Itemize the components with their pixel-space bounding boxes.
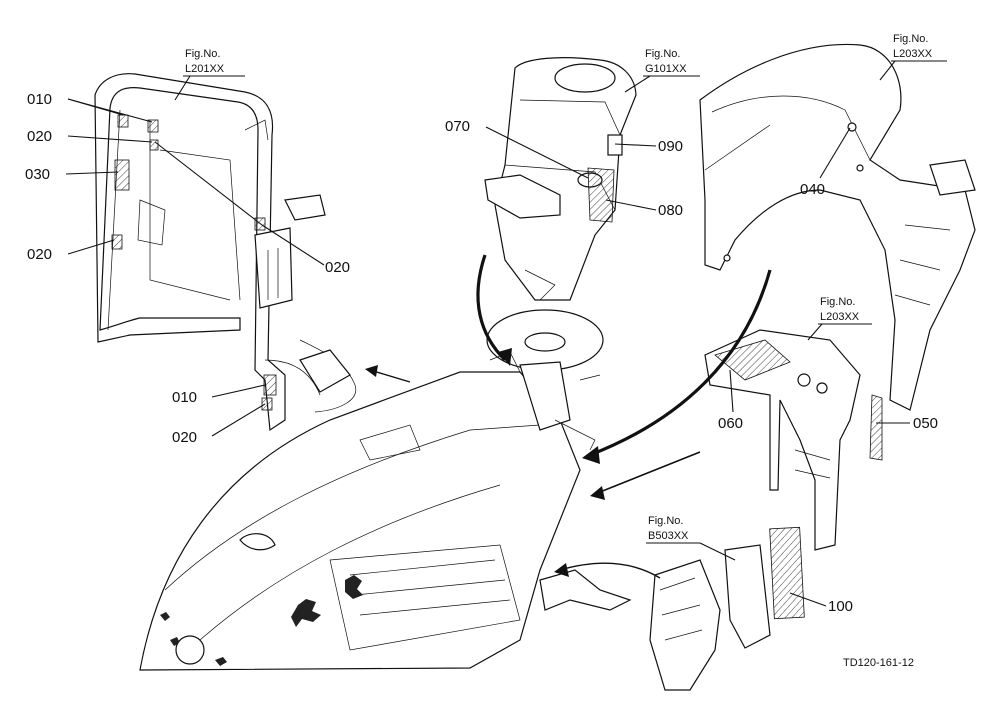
rear-fender-illustration (699, 43, 976, 411)
fig-ref-caption: Fig.No. (820, 296, 855, 308)
dash-panel-illustration (484, 57, 637, 301)
callout-060: 060 (718, 369, 743, 432)
callout-label: 100 (828, 598, 853, 615)
callout-label: 040 (800, 181, 825, 198)
callout-100: 100 (789, 592, 853, 615)
fig-ref-caption: Fig.No. (185, 48, 220, 60)
callout-020-left: 020 (27, 239, 115, 263)
callout-010-bottom: 010 (172, 384, 266, 406)
fig-ref-code: L203XX (820, 311, 860, 323)
callout-label: 020 (172, 429, 197, 446)
callout-label: 050 (913, 415, 938, 432)
callout-020-bottom: 020 (172, 403, 266, 446)
fig-ref-b503xx: Fig.No. B503XX (646, 515, 736, 561)
callout-label: 070 (445, 118, 470, 135)
fig-ref-code: B503XX (648, 530, 689, 542)
fig-ref-caption: Fig.No. (648, 515, 683, 527)
fig-ref-g101xx: Fig.No. G101XX (624, 48, 700, 93)
callout-label: 020 (27, 246, 52, 263)
callout-label: 020 (27, 128, 52, 145)
assembly-arrows (365, 254, 772, 579)
fig-ref-code: L203XX (893, 48, 933, 60)
callout-090: 090 (614, 138, 683, 155)
callout-label: 080 (658, 202, 683, 219)
fender-side-panel-illustration (704, 329, 883, 551)
fig-ref-code: G101XX (645, 63, 687, 75)
fig-ref-code: L201XX (185, 63, 225, 75)
callout-020-upper: 020 (27, 128, 153, 145)
callout-040: 040 (800, 127, 851, 198)
callout-020-right: 020 (154, 141, 350, 276)
tractor-body-illustration (139, 309, 632, 671)
callout-050: 050 (876, 415, 938, 432)
callout-label: 020 (325, 259, 350, 276)
callout-030: 030 (25, 166, 119, 183)
callout-label: 030 (25, 166, 50, 183)
fig-ref-caption: Fig.No. (893, 33, 928, 45)
callout-080: 080 (605, 199, 683, 219)
fig-ref-caption: Fig.No. (645, 48, 680, 60)
callout-label: 010 (172, 389, 197, 406)
callout-070: 070 (445, 118, 589, 179)
fig-ref-l203xx-mid: Fig.No. L203XX (807, 296, 872, 341)
callout-010-top: 010 (27, 91, 153, 123)
side-bracket-illustration (649, 526, 805, 691)
callout-label: 060 (718, 415, 743, 432)
callout-label: 010 (27, 91, 52, 108)
fig-ref-l203xx-top: Fig.No. L203XX (879, 33, 947, 81)
callout-label: 090 (658, 138, 683, 155)
document-code: TD120-161-12 (843, 657, 914, 669)
fig-ref-l201xx: Fig.No. L201XX (174, 48, 245, 101)
